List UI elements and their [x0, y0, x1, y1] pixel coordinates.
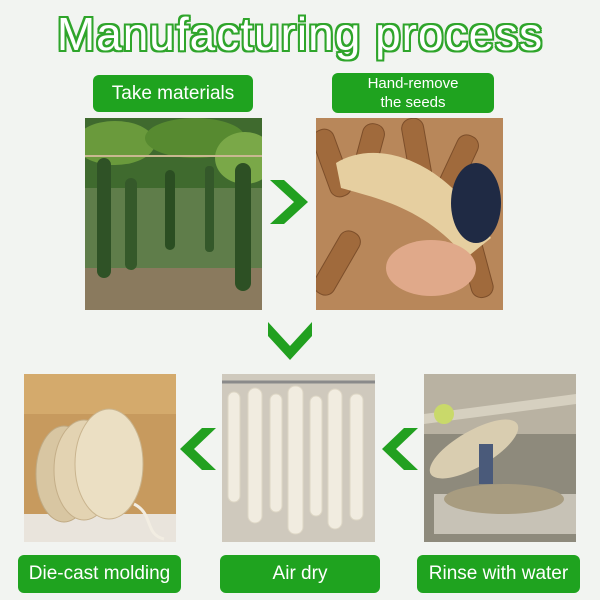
- photo-luffa-vines: [85, 118, 262, 310]
- photo-die-cast-molding: [24, 374, 176, 542]
- step-label-line-1: Hand-remove: [367, 75, 459, 92]
- step-label-rinse-with-water: Rinse with water: [417, 555, 580, 593]
- chevron-left-icon: [180, 428, 216, 470]
- chevron-down-icon: [268, 322, 312, 360]
- photo-air-dry: [222, 374, 375, 542]
- step-label-line-2: the seeds: [380, 94, 446, 111]
- step-label-air-dry: Air dry: [220, 555, 380, 593]
- step-label-die-cast-molding: Die-cast molding: [18, 555, 181, 593]
- step-label-take-materials: Take materials: [93, 75, 253, 112]
- step-label-hand-remove-seeds: Hand-remove the seeds: [332, 73, 494, 113]
- page-title: Manufacturing process: [56, 8, 544, 60]
- photo-rinse-with-water: [424, 374, 576, 542]
- chevron-right-icon: [270, 180, 308, 224]
- chevron-left-icon: [382, 428, 418, 470]
- photo-hand-remove-seeds: [316, 118, 503, 310]
